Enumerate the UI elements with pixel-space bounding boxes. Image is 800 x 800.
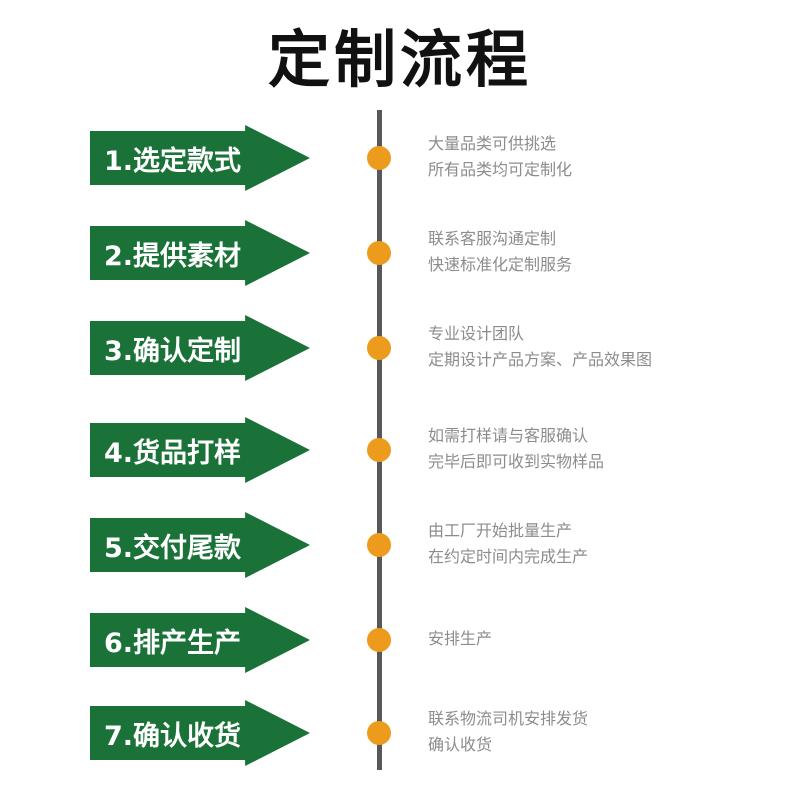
step-arrow-7[interactable]: 7.确认收货 [90,700,310,766]
step-description-6: 安排生产 [428,626,758,652]
step-description-line: 安排生产 [428,629,493,648]
timeline-dot-4 [367,438,391,462]
timeline-dot-3 [367,336,391,360]
timeline-dot-6 [367,628,391,652]
step-arrow-2[interactable]: 2.提供素材 [90,220,310,286]
step-arrow-label: 3.确认定制 [104,335,242,367]
timeline-dot-7 [367,721,391,745]
step-description-7: 联系物流司机安排发货确认收货 [428,706,758,758]
step-arrow-1[interactable]: 1.选定款式 [90,125,310,191]
step-description-4: 如需打样请与客服确认完毕后即可收到实物样品 [428,423,758,475]
page-title: 定制流程 [267,23,532,96]
step-description-2: 联系客服沟通定制快速标准化定制服务 [428,226,758,278]
step-description-line: 所有品类均可定制化 [428,160,573,179]
timeline-dot-5 [367,533,391,557]
step-description-line: 联系客服沟通定制 [428,229,557,248]
step-description-line: 由工厂开始批量生产 [428,521,573,540]
step-arrow-label: 1.选定款式 [104,145,242,177]
step-description-3: 专业设计团队定期设计产品方案、产品效果图 [428,321,758,373]
step-description-line: 在约定时间内完成生产 [428,547,589,566]
step-arrow-4[interactable]: 4.货品打样 [90,417,310,483]
step-description-line: 联系物流司机安排发货 [428,709,589,728]
step-description-line: 如需打样请与客服确认 [428,426,589,445]
step-arrow-label: 4.货品打样 [104,437,242,469]
step-description-line: 定期设计产品方案、产品效果图 [428,350,653,369]
step-description-line: 大量品类可供挑选 [428,134,557,153]
step-arrow-3[interactable]: 3.确认定制 [90,315,310,381]
step-arrow-label: 6.排产生产 [104,627,242,659]
step-description-line: 确认收货 [428,735,493,754]
step-description-line: 快速标准化定制服务 [428,255,573,274]
step-arrow-6[interactable]: 6.排产生产 [90,607,310,673]
step-arrow-label: 2.提供素材 [104,240,242,272]
step-arrow-5[interactable]: 5.交付尾款 [90,512,310,578]
step-arrow-label: 7.确认收货 [104,720,242,752]
step-description-1: 大量品类可供挑选所有品类均可定制化 [428,131,758,183]
step-description-5: 由工厂开始批量生产在约定时间内完成生产 [428,518,758,570]
step-arrow-label: 5.交付尾款 [104,532,242,564]
timeline-dot-2 [367,241,391,265]
step-description-line: 完毕后即可收到实物样品 [428,452,605,471]
timeline-dot-1 [367,146,391,170]
step-description-line: 专业设计团队 [428,324,525,343]
